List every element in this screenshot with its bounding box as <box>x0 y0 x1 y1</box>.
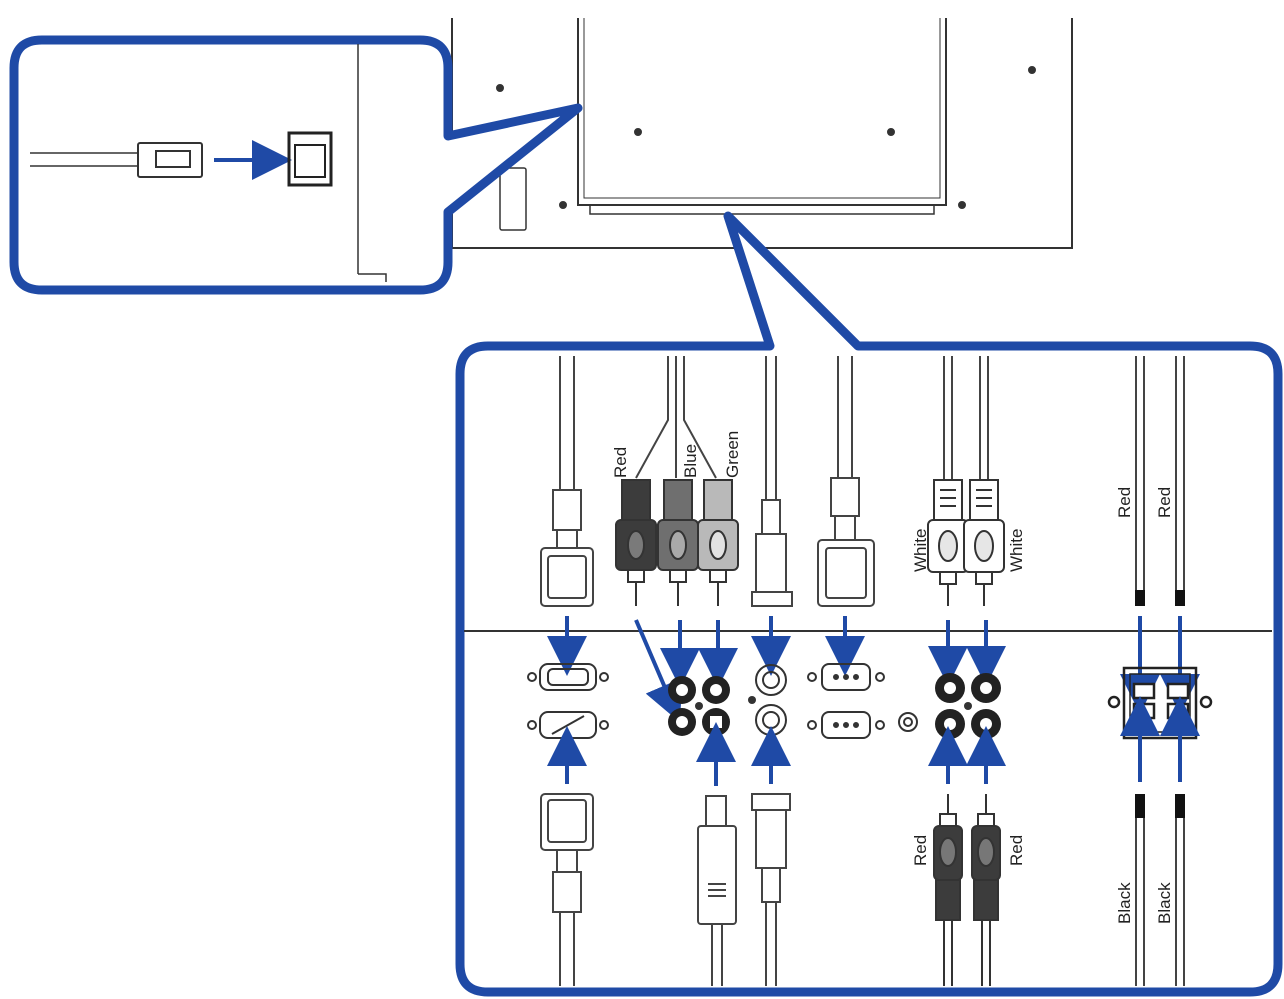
rca-plug-icon <box>963 479 1005 606</box>
label-audio-white-right: White <box>1007 529 1026 572</box>
speaker-wire-icon <box>1135 356 1185 590</box>
bnc-plug-icon <box>751 793 791 986</box>
audio-mini-jack-icon <box>898 712 918 732</box>
rca-plug-icon <box>697 479 739 606</box>
vga-port-icon <box>807 711 885 739</box>
speaker-wire-icon <box>1135 818 1185 986</box>
label-audio-red-right: Red <box>1007 835 1026 866</box>
bnc-port-icon <box>755 664 787 696</box>
label-speaker-black-left: Black <box>1115 882 1134 924</box>
rca-jack-icon <box>935 673 965 703</box>
label-audio-white-left: White <box>911 529 930 572</box>
svideo-port-icon <box>702 708 730 736</box>
bnc-plug-icon <box>751 356 793 607</box>
vga-plug-icon <box>540 793 594 986</box>
rca-plug-icon <box>971 794 1001 986</box>
rca-plug-icon <box>933 794 963 986</box>
vga-port-icon <box>807 663 885 691</box>
vga-plug-icon <box>540 356 594 607</box>
svideo-plug-icon <box>697 795 737 986</box>
label-audio-red-left: Red <box>911 835 930 866</box>
rca-plug-icon <box>927 479 969 606</box>
rca-plug-icon <box>657 479 699 606</box>
label-component-red: Red <box>611 447 630 478</box>
wire-tip <box>1135 590 1145 606</box>
rca-jack-icon <box>668 708 696 736</box>
vga-port-icon <box>527 663 609 691</box>
rj45-plug-icon <box>30 142 203 178</box>
rj45-jack-icon <box>287 131 333 187</box>
vga-plug-icon <box>817 356 875 607</box>
label-speaker-black-right: Black <box>1155 882 1174 924</box>
rca-jack-icon <box>971 709 1001 739</box>
wire-tip <box>1135 794 1145 818</box>
rca-jack-icon <box>971 673 1001 703</box>
label-component-blue: Blue <box>681 444 700 478</box>
lan-callout <box>9 35 583 295</box>
wire-tip <box>1175 794 1185 818</box>
label-speaker-red-right: Red <box>1155 487 1174 518</box>
rca-plug-icon <box>615 479 657 606</box>
component-cables <box>635 356 717 479</box>
rca-jack-icon <box>935 709 965 739</box>
rca-jack-icon <box>668 676 696 704</box>
wire-tip <box>1175 590 1185 606</box>
connectors-callout <box>455 211 1283 997</box>
rca-jack-icon <box>702 676 730 704</box>
audio-in-cables <box>943 356 989 480</box>
label-speaker-red-left: Red <box>1115 487 1134 518</box>
label-component-green: Green <box>723 431 742 478</box>
